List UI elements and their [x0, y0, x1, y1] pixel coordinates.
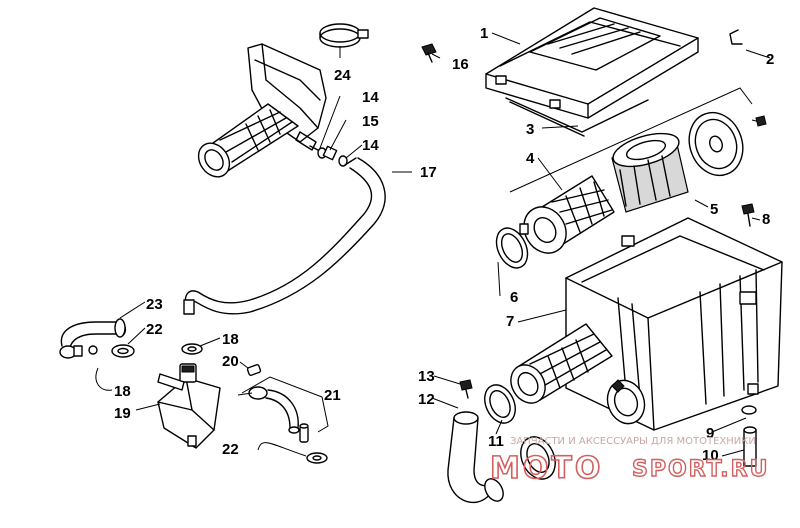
callout-14-upper: 14: [362, 89, 379, 106]
part-4-filter-cage: [523, 175, 615, 254]
callout-24: 24: [334, 67, 351, 84]
watermark: ЗАПЧАСТИ И АКСЕССУАРЫ ДЛЯ МОТОТЕХНИКИ MO…: [489, 436, 769, 487]
part-11-clamps: [484, 384, 556, 480]
part-14-15-fittings: [309, 145, 348, 167]
part-7-intake-boot: [510, 323, 613, 404]
callout-15: 15: [362, 113, 379, 130]
callout-7: 7: [506, 313, 514, 330]
part-24-clamp: [319, 23, 369, 48]
callout-numbers: 1 2 3 4 5 6 7 8 9 10 11 12 13 14 14 15 1…: [114, 25, 774, 464]
callout-23: 23: [146, 296, 163, 313]
callout-3: 3: [526, 121, 534, 138]
part-4-kit-bracket: [509, 87, 767, 193]
leader-lines: [95, 32, 771, 457]
callout-13: 13: [418, 368, 435, 385]
watermark-logo-right: SPORT.RU: [632, 457, 769, 482]
part-23-elbow-hose: [59, 318, 127, 359]
part-6-clamp: [495, 223, 529, 269]
callout-8: 8: [762, 211, 770, 228]
callout-5: 5: [710, 201, 718, 218]
watermark-tagline: ЗАПЧАСТИ И АКСЕССУАРЫ ДЛЯ МОТОТЕХНИКИ: [510, 436, 756, 447]
part-21-hose-kit: [237, 386, 309, 443]
callout-17: 17: [420, 164, 437, 181]
callout-9: 9: [706, 425, 714, 442]
watermark-logo-left: MOTO: [490, 451, 603, 486]
callout-11: 11: [488, 433, 504, 450]
callout-4: 4: [526, 150, 535, 167]
part-19-valve-body: [157, 363, 221, 449]
part-3-gasket: [505, 97, 649, 137]
callout-6: 6: [510, 289, 518, 306]
part-22-clamp-lower: [306, 452, 328, 464]
part-10-drain-tube: [743, 426, 757, 467]
callout-18-upper: 18: [222, 331, 239, 348]
part-8-screw: [741, 203, 755, 227]
callout-16: 16: [452, 56, 469, 73]
part-1-airbox-cover: [485, 7, 699, 119]
callout-12: 12: [418, 391, 435, 408]
part-22-clamp-upper: [88, 344, 135, 358]
part-24-intake-housing: [197, 43, 327, 178]
part-7-airbox: [565, 217, 783, 431]
callout-19: 19: [114, 405, 131, 422]
callout-14-lower: 14: [362, 137, 379, 154]
part-20-fitting: [246, 364, 262, 376]
callout-18-lower: 18: [114, 383, 131, 400]
part-13-screw: [459, 379, 473, 399]
part-12-elbow-tube: [447, 411, 504, 504]
callout-10: 10: [702, 447, 719, 464]
callout-22-lower: 22: [222, 441, 239, 458]
callout-22-upper: 22: [146, 321, 163, 338]
callout-2: 2: [766, 51, 774, 68]
callout-21: 21: [324, 387, 341, 404]
callout-1: 1: [480, 25, 488, 42]
part-9-clamp: [741, 405, 757, 415]
filter-end-cap: [688, 111, 744, 177]
part-5-filter-element: [611, 132, 689, 213]
callout-20: 20: [222, 353, 239, 370]
part-16-screw: [421, 43, 437, 63]
part-18-clamp-upper: [181, 343, 203, 355]
part-2-clip: [729, 29, 743, 45]
part-17-breather-hose: [183, 157, 386, 315]
